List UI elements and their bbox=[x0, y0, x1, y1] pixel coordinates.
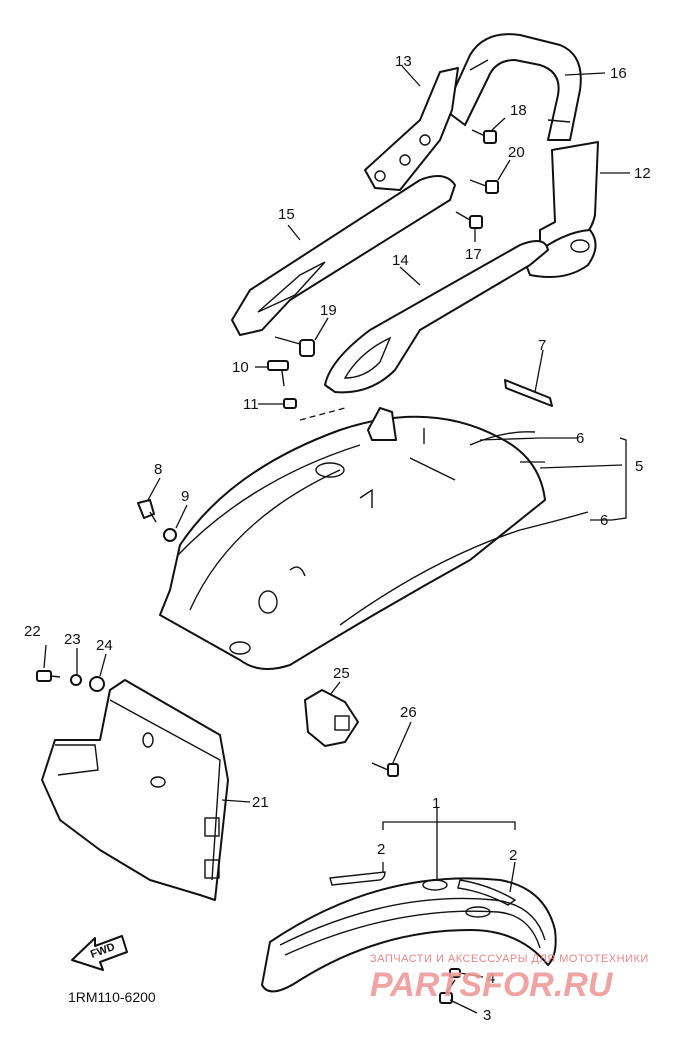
label-part-4: 4 bbox=[487, 970, 495, 987]
front-fender-part-1 bbox=[261, 877, 557, 993]
label-part-23: 23 bbox=[64, 631, 81, 648]
watermark-brand: PARTSFOR.RU bbox=[370, 966, 614, 1004]
fwd-direction-arrow: FWD bbox=[71, 935, 128, 971]
sissy-bar-part-16 bbox=[444, 33, 582, 141]
label-part-19: 19 bbox=[320, 302, 337, 319]
label-part-6-lower: 6 bbox=[600, 512, 608, 529]
bolt-part-3 bbox=[439, 979, 456, 1004]
washer-part-9 bbox=[163, 528, 177, 542]
label-part-22: 22 bbox=[24, 623, 41, 640]
label-part-3: 3 bbox=[483, 1007, 491, 1024]
bolt-part-18 bbox=[471, 129, 497, 144]
inner-fender-part-21 bbox=[41, 679, 229, 901]
label-part-5: 5 bbox=[635, 458, 643, 475]
bolt-part-10 bbox=[267, 360, 289, 387]
label-part-14: 14 bbox=[392, 252, 409, 269]
watermark: ЗАПЧАСТИ И АКСЕССУАРЫ ДЛЯ МОТОТЕХНИКИ PA… bbox=[370, 953, 649, 1004]
bolt-part-8 bbox=[137, 499, 157, 523]
cord-part-6-upper bbox=[469, 431, 536, 446]
label-part-15: 15 bbox=[278, 206, 295, 223]
label-part-25: 25 bbox=[333, 665, 350, 682]
label-part-1: 1 bbox=[432, 795, 440, 812]
side-plate-part-12 bbox=[524, 141, 599, 278]
bolt-part-26 bbox=[371, 762, 399, 777]
nut-part-11 bbox=[283, 398, 297, 409]
label-part-17: 17 bbox=[465, 246, 482, 263]
part-number-labels: 13 16 18 20 12 15 17 14 19 10 7 11 6 5 8… bbox=[24, 53, 651, 1024]
label-part-13: 13 bbox=[395, 53, 412, 70]
label-part-2-right: 2 bbox=[509, 847, 517, 864]
label-part-6-upper: 6 bbox=[576, 430, 584, 447]
rear-fender-part-5 bbox=[159, 407, 546, 670]
cord-part-6-lower bbox=[339, 511, 589, 626]
label-part-26: 26 bbox=[400, 704, 417, 721]
label-part-9: 9 bbox=[181, 488, 189, 505]
emblem-part-2-left bbox=[329, 871, 386, 886]
leader-lines bbox=[43, 65, 630, 1014]
emblem-part-2-right bbox=[457, 879, 517, 906]
label-part-20: 20 bbox=[508, 144, 525, 161]
label-part-24: 24 bbox=[96, 637, 113, 654]
bolt-part-22 bbox=[36, 670, 61, 682]
bolt-part-20 bbox=[469, 179, 499, 194]
label-part-7: 7 bbox=[538, 337, 546, 354]
label-part-16: 16 bbox=[610, 65, 627, 82]
collar-part-24 bbox=[89, 676, 105, 692]
grab-rail-part-14 bbox=[324, 240, 549, 394]
nut-part-23 bbox=[70, 674, 82, 686]
bracket-part-13 bbox=[364, 67, 459, 191]
bolt-part-19 bbox=[274, 336, 315, 357]
watermark-tagline: ЗАПЧАСТИ И АКСЕССУАРЫ ДЛЯ МОТОТЕХНИКИ bbox=[370, 953, 649, 965]
label-part-11: 11 bbox=[243, 396, 259, 413]
label-part-21: 21 bbox=[252, 794, 269, 811]
diagram-code: 1RM110-6200 bbox=[68, 989, 156, 1005]
bolt-part-17 bbox=[455, 211, 483, 229]
grab-rail-part-15 bbox=[231, 175, 456, 336]
bracket-part-25 bbox=[304, 689, 359, 747]
label-part-8: 8 bbox=[154, 461, 162, 478]
label-part-18: 18 bbox=[510, 102, 527, 119]
label-part-12: 12 bbox=[634, 165, 651, 182]
label-part-2-left: 2 bbox=[377, 841, 385, 858]
label-part-10: 10 bbox=[232, 359, 249, 376]
strip-part-7 bbox=[504, 379, 553, 407]
